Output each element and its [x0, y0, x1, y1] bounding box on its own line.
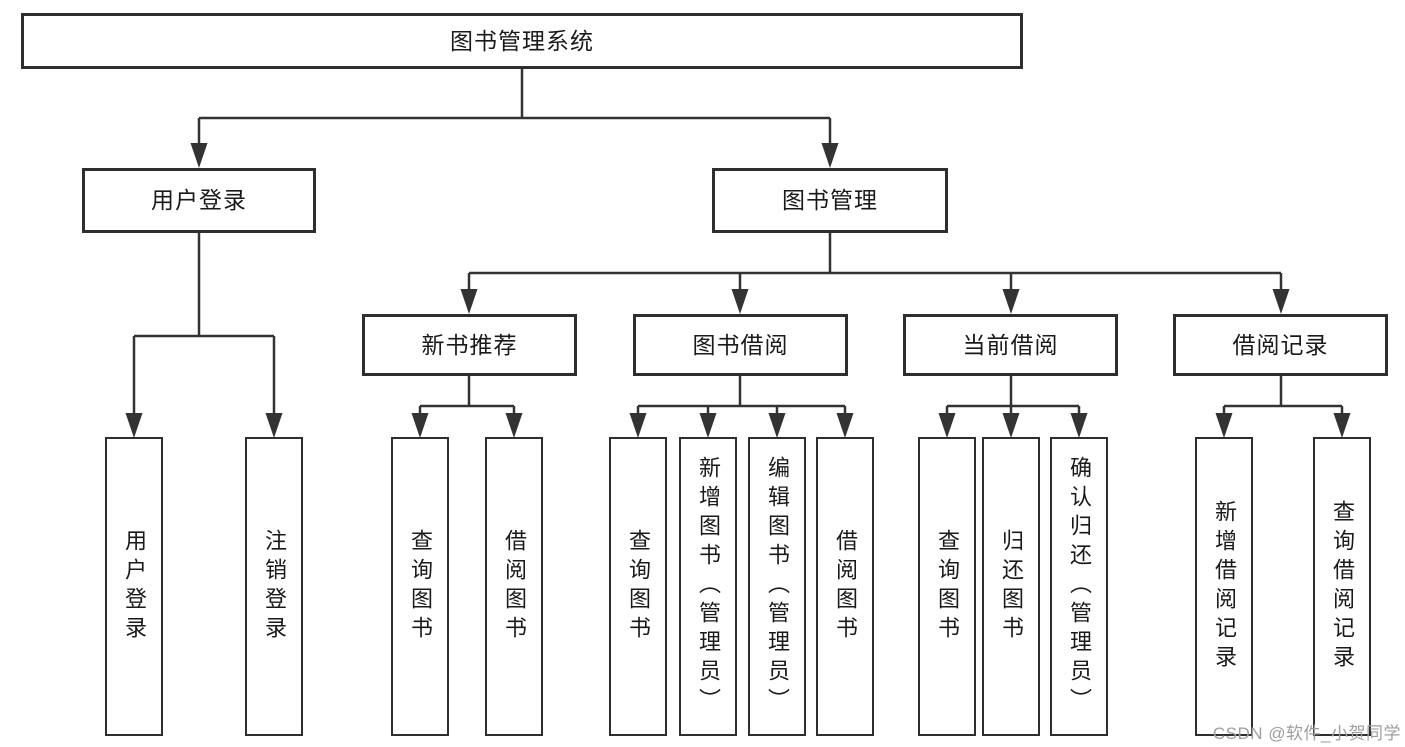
- leaf-current-query-book: 查询图书: [918, 437, 976, 736]
- leaf-borrow-query-book: 查询图书: [609, 437, 667, 736]
- node-new-book-recommend: 新书推荐: [362, 314, 577, 376]
- node-user-login: 用户登录: [82, 168, 316, 233]
- leaf-record-query: 查询借阅记录: [1313, 437, 1371, 736]
- node-book-borrow: 图书借阅: [633, 314, 848, 376]
- leaf-logout: 注销登录: [245, 437, 303, 736]
- leaf-user-login: 用户登录: [105, 437, 163, 736]
- node-borrow-records: 借阅记录: [1173, 314, 1388, 376]
- leaf-recommend-borrow-book: 借阅图书: [485, 437, 543, 736]
- leaf-borrow-borrow-book: 借阅图书: [816, 437, 874, 736]
- leaf-borrow-add-book-admin: 新增图书（管理员）: [679, 437, 737, 736]
- node-book-management: 图书管理: [712, 168, 948, 233]
- node-library-system: 图书管理系统: [21, 13, 1023, 69]
- leaf-current-confirm-return-admin: 确认归还（管理员）: [1050, 437, 1108, 736]
- leaf-recommend-query-book: 查询图书: [391, 437, 449, 736]
- leaf-current-return-book: 归还图书: [982, 437, 1040, 736]
- node-current-borrow: 当前借阅: [903, 314, 1118, 376]
- csdn-watermark: CSDN @软件_小贺同学: [1212, 724, 1401, 743]
- leaf-borrow-edit-book-admin: 编辑图书（管理员）: [748, 437, 806, 736]
- leaf-record-add: 新增借阅记录: [1195, 437, 1253, 736]
